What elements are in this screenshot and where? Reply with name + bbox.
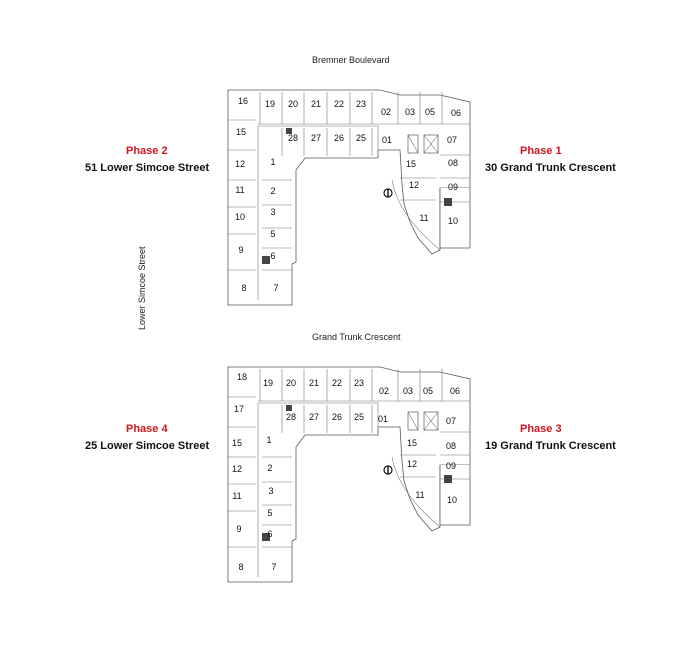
phase1-address: 30 Grand Trunk Crescent bbox=[485, 162, 616, 174]
unit-label: 9 bbox=[236, 524, 241, 534]
unit-label: 02 bbox=[381, 107, 391, 117]
stair-icon bbox=[262, 533, 270, 541]
unit-label: 3 bbox=[270, 207, 275, 217]
unit-label: 07 bbox=[447, 135, 457, 145]
unit-label: 03 bbox=[405, 107, 415, 117]
unit-label: 02 bbox=[379, 386, 389, 396]
unit-label: 26 bbox=[334, 133, 344, 143]
unit-label: 27 bbox=[309, 412, 319, 422]
unit-label: 26 bbox=[332, 412, 342, 422]
unit-label: 25 bbox=[356, 133, 366, 143]
unit-label: 27 bbox=[311, 133, 321, 143]
unit-label: 8 bbox=[238, 562, 243, 572]
unit-label: 8 bbox=[241, 283, 246, 293]
phase3-address: 19 Grand Trunk Crescent bbox=[485, 440, 616, 452]
unit-label: 2 bbox=[267, 463, 272, 473]
unit-label: 11 bbox=[232, 491, 241, 501]
unit-label: 12 bbox=[409, 180, 419, 190]
phase4-title: Phase 4 bbox=[126, 423, 168, 435]
unit-label: 16 bbox=[238, 96, 248, 106]
unit-label: 21 bbox=[309, 378, 319, 388]
unit-label: 5 bbox=[270, 229, 275, 239]
unit-label: 15 bbox=[406, 159, 416, 169]
unit-label: 12 bbox=[232, 464, 242, 474]
unit-label: 15 bbox=[407, 438, 417, 448]
street-label-middle: Grand Trunk Crescent bbox=[312, 332, 401, 342]
unit-label: 08 bbox=[448, 158, 458, 168]
unit-label: 23 bbox=[354, 378, 364, 388]
unit-label: 20 bbox=[288, 99, 298, 109]
unit-label: 21 bbox=[311, 99, 321, 109]
phase3-title: Phase 3 bbox=[520, 423, 562, 435]
unit-label: 28 bbox=[288, 133, 298, 143]
unit-label: 18 bbox=[237, 372, 247, 382]
unit-label: 25 bbox=[354, 412, 364, 422]
phase1-title: Phase 1 bbox=[520, 145, 562, 157]
unit-label: 1 bbox=[270, 157, 275, 167]
stair-icon bbox=[262, 256, 270, 264]
unit-label: 7 bbox=[271, 562, 276, 572]
unit-label: 15 bbox=[236, 127, 246, 137]
unit-label: 15 bbox=[232, 438, 242, 448]
unit-label: 06 bbox=[450, 386, 460, 396]
unit-label: 20 bbox=[286, 378, 296, 388]
unit-label: 2 bbox=[270, 186, 275, 196]
unit-label: 22 bbox=[334, 99, 344, 109]
unit-label: 6 bbox=[267, 529, 272, 539]
unit-label: 11 bbox=[415, 490, 424, 500]
unit-label: 08 bbox=[446, 441, 456, 451]
stair-icon bbox=[444, 198, 452, 206]
phase2-address: 51 Lower Simcoe Street bbox=[85, 162, 210, 174]
unit-label: 6 bbox=[270, 251, 275, 261]
unit-label: 05 bbox=[423, 386, 433, 396]
unit-label: 28 bbox=[286, 412, 296, 422]
unit-label: 06 bbox=[451, 108, 461, 118]
stair-icon bbox=[286, 128, 292, 134]
unit-label: 3 bbox=[268, 486, 273, 496]
unit-label: 12 bbox=[407, 459, 417, 469]
street-label-top: Bremner Boulevard bbox=[312, 55, 390, 65]
unit-label: 19 bbox=[263, 378, 273, 388]
unit-label: 05 bbox=[425, 107, 435, 117]
unit-label: 19 bbox=[265, 99, 275, 109]
unit-label: 7 bbox=[273, 283, 278, 293]
stair-icon bbox=[444, 475, 452, 483]
stair-icon bbox=[286, 405, 292, 411]
phase2-title: Phase 2 bbox=[126, 145, 168, 157]
unit-label: 22 bbox=[332, 378, 342, 388]
unit-label: 1 bbox=[266, 435, 271, 445]
phase4-address: 25 Lower Simcoe Street bbox=[85, 440, 210, 452]
unit-label: 10 bbox=[235, 212, 245, 222]
unit-label: 17 bbox=[234, 404, 244, 414]
unit-label: 5 bbox=[267, 508, 272, 518]
unit-label: 10 bbox=[448, 216, 458, 226]
unit-label: 01 bbox=[382, 135, 392, 145]
unit-label: 12 bbox=[235, 159, 245, 169]
unit-label: 23 bbox=[356, 99, 366, 109]
unit-label: 11 bbox=[235, 185, 244, 195]
unit-label: 09 bbox=[446, 461, 456, 471]
unit-label: 09 bbox=[448, 182, 458, 192]
unit-label: 07 bbox=[446, 416, 456, 426]
unit-label: 03 bbox=[403, 386, 413, 396]
unit-label: 9 bbox=[238, 245, 243, 255]
unit-label: 10 bbox=[447, 495, 457, 505]
unit-label: 11 bbox=[419, 213, 428, 223]
unit-label: 01 bbox=[378, 414, 388, 424]
